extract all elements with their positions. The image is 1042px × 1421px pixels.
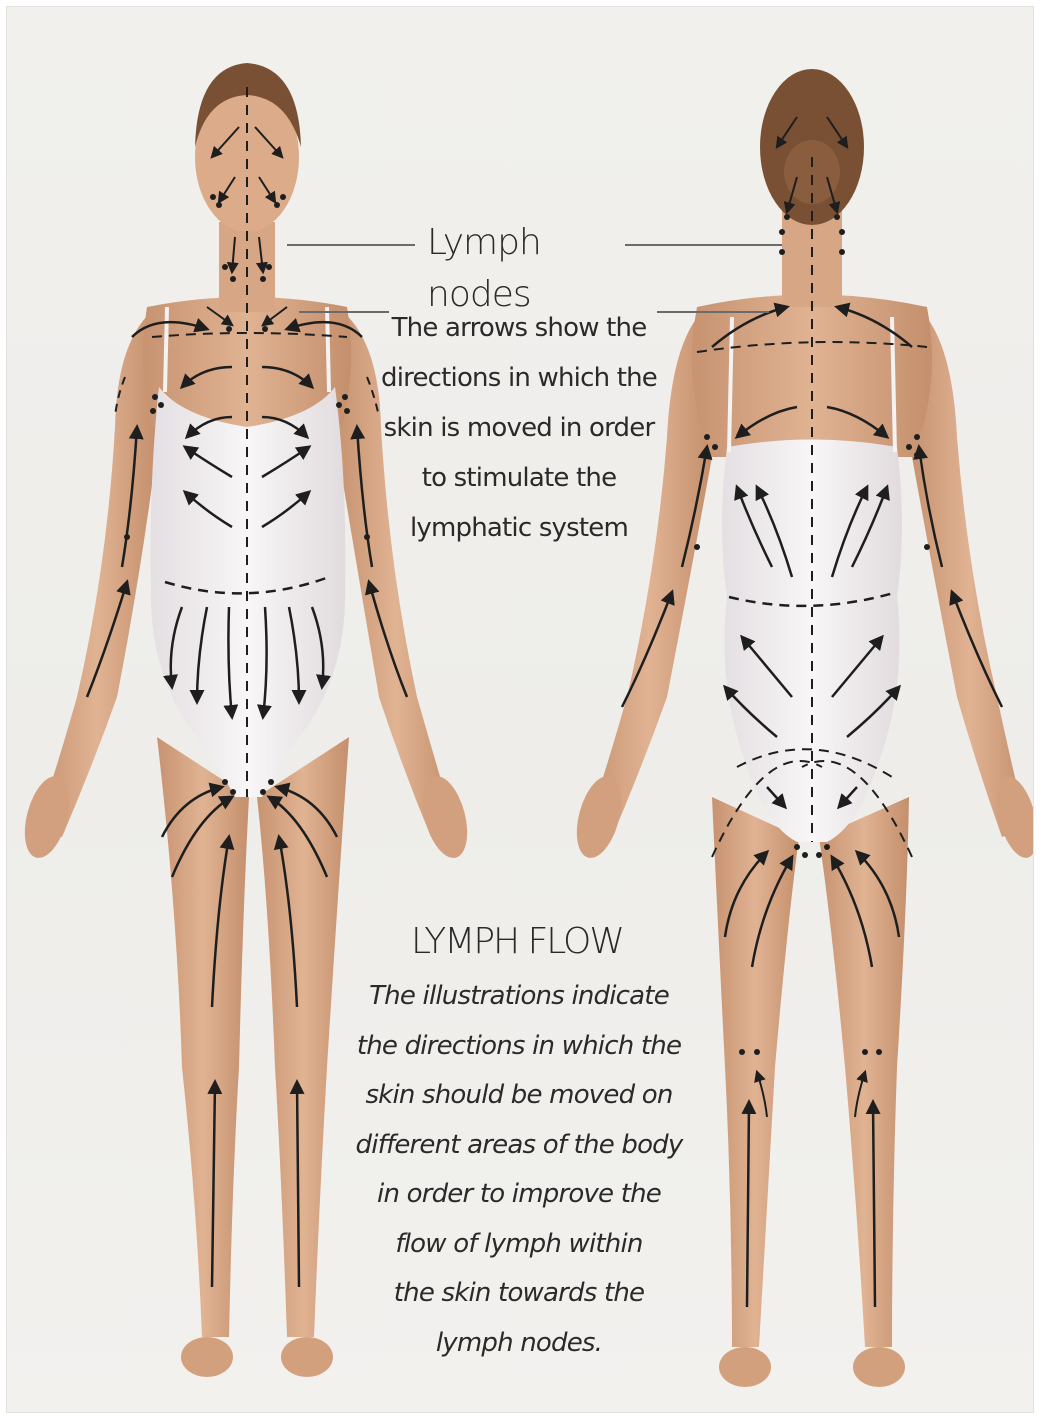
arrows-caption: The arrows show the directions in which …: [379, 303, 659, 553]
arrows-caption-line: skin is moved in order: [379, 403, 659, 453]
arrows-caption-line: lymphatic system: [379, 503, 659, 553]
flow-caption-line: the skin towards the: [349, 1269, 689, 1319]
arrows-caption-line: directions in which the: [379, 353, 659, 403]
lymph-flow-diagram: Lymph nodes The arrows show the directio…: [6, 6, 1034, 1413]
arrows-caption-line: to stimulate the: [379, 453, 659, 503]
flow-caption-line: the directions in which the: [349, 1022, 689, 1072]
lymph-flow-title: LYMPH FLOW: [357, 917, 677, 967]
flow-caption-line: The illustrations indicate: [349, 972, 689, 1022]
flow-caption-line: in order to improve the: [349, 1170, 689, 1220]
arrows-caption-line: The arrows show the: [379, 303, 659, 353]
flow-caption-line: different areas of the body: [349, 1121, 689, 1171]
flow-caption-line: lymph nodes.: [349, 1319, 689, 1369]
flow-caption-line: skin should be moved on: [349, 1071, 689, 1121]
flow-caption-line: flow of lymph within: [349, 1220, 689, 1270]
lymph-flow-caption: The illustrations indicate the direction…: [349, 972, 689, 1368]
